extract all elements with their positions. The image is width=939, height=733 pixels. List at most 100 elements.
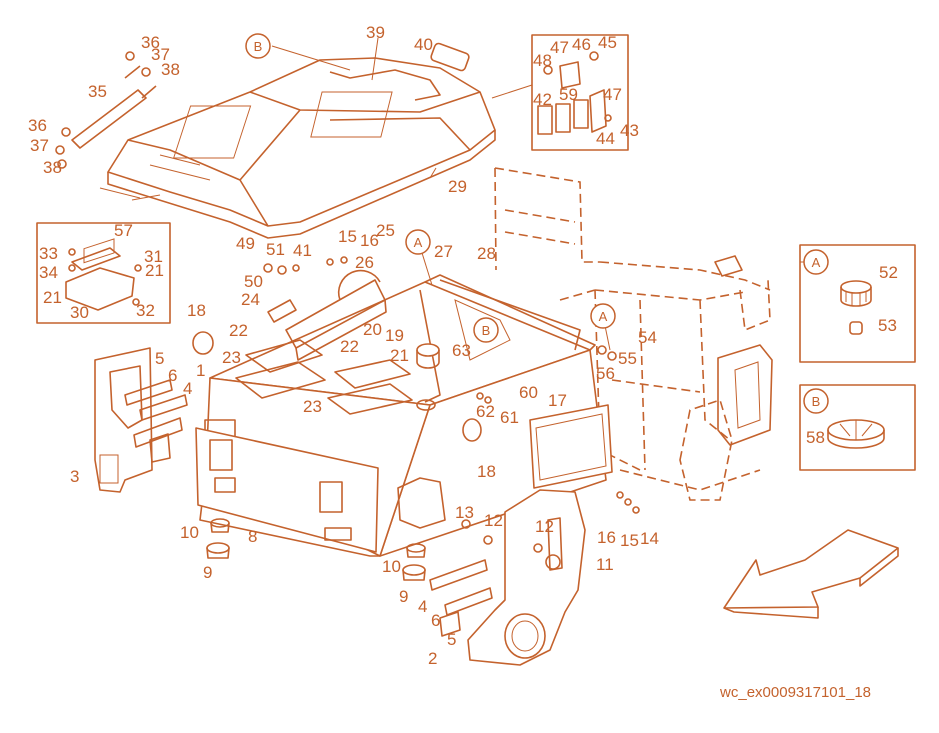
lamp (714, 255, 743, 277)
part-number-label: 48 (533, 51, 552, 70)
left-side-panel (94, 347, 153, 493)
part-number-label: 23 (303, 397, 322, 416)
side-panel-phantom (679, 398, 733, 501)
part-number-label: 4 (183, 379, 192, 398)
part-number-label: 13 (455, 503, 474, 522)
detail-b-inset (799, 384, 916, 471)
callout-letter: A (812, 255, 821, 270)
mount-bracket (397, 477, 446, 529)
part-number-label: 58 (806, 428, 825, 447)
direction-arrow (723, 529, 899, 619)
part-number-label: 16 (597, 528, 616, 547)
part-number-label: 5 (155, 349, 164, 368)
part-number-label: 21 (390, 346, 409, 365)
part-number-label: 41 (293, 241, 312, 260)
part-number-label: 42 (533, 90, 552, 109)
part-number-label: 21 (145, 261, 164, 280)
part-number-label: 6 (431, 611, 440, 630)
part-number-label: 23 (222, 348, 241, 367)
part-number-label: 39 (366, 23, 385, 42)
part-number-label: 12 (484, 511, 503, 530)
part-number-label: 5 (447, 630, 456, 649)
part-number-label: 53 (878, 316, 897, 335)
part-number-label: 47 (550, 38, 569, 57)
part-number-label: 49 (236, 234, 255, 253)
hinge-inset-box (36, 222, 171, 324)
part-number-label: 9 (203, 563, 212, 582)
callout-a-circle (405, 229, 431, 255)
part-number-label: 45 (598, 33, 617, 52)
part-number-label: 36 (141, 33, 160, 52)
side-cover-panel (529, 404, 613, 489)
part-number-label: 22 (229, 321, 248, 340)
part-number-label: 37 (30, 136, 49, 155)
part-number-label: 3 (70, 467, 79, 486)
part-number-label: 16 (360, 231, 379, 250)
part-number-label: 30 (70, 303, 89, 322)
part-number-label: 57 (114, 221, 133, 240)
part-number-label: 27 (434, 242, 453, 261)
part-number-label: 19 (385, 326, 404, 345)
part-number-label: 10 (382, 557, 401, 576)
part-number-label: 17 (548, 391, 567, 410)
part-number-label: 10 (180, 523, 199, 542)
part-number-label: 15 (338, 227, 357, 246)
part-number-label: 18 (477, 462, 496, 481)
gas-strut (55, 51, 157, 169)
part-number-label: 22 (340, 337, 359, 356)
part-number-label: 2 (428, 649, 437, 668)
part-number-label: 37 (151, 45, 170, 64)
part-number-label: 38 (161, 60, 180, 79)
part-number-label: 28 (477, 244, 496, 263)
part-number-label: 52 (879, 263, 898, 282)
hood-latch (430, 42, 470, 72)
right-door-panel (467, 489, 586, 666)
callout-a-circle (590, 303, 616, 329)
part-number-label: 29 (448, 177, 467, 196)
side-latch (462, 418, 482, 442)
part-number-label: 50 (244, 272, 263, 291)
bracket-inset-box (531, 34, 629, 151)
part-number-label: 18 (187, 301, 206, 320)
part-number-label: 4 (418, 597, 427, 616)
part-number-label: 43 (620, 121, 639, 140)
callout-letter: B (812, 394, 821, 409)
part-number-label: 44 (596, 129, 615, 148)
part-number-label: 31 (144, 247, 163, 266)
part-number-label: 38 (43, 158, 62, 177)
part-number-label: 59 (559, 85, 578, 104)
detail-a-inset (799, 244, 916, 363)
part-number-label: 33 (39, 244, 58, 263)
part-number-label: 9 (399, 587, 408, 606)
callout-b-circle (245, 33, 271, 59)
part-number-label: 55 (618, 349, 637, 368)
part-number-label: 11 (596, 555, 614, 574)
part-number-label: 14 (640, 529, 659, 548)
part-number-label: 60 (519, 383, 538, 402)
callout-b-circle (473, 317, 499, 343)
part-number-label: 62 (476, 402, 495, 421)
part-number-label: 26 (355, 253, 374, 272)
part-number-label: 6 (168, 366, 177, 385)
part-number-label: 36 (28, 116, 47, 135)
part-number-label: 1 (196, 361, 205, 380)
callout-letter: A (414, 235, 423, 250)
callout-letter: A (599, 309, 608, 324)
part-number-label: 8 (248, 527, 257, 546)
part-number-label: 32 (136, 301, 155, 320)
part-number-label: 34 (39, 263, 58, 282)
callout-b-circle (803, 388, 829, 414)
part-number-label: 15 (620, 531, 639, 550)
part-number-label: 63 (452, 341, 471, 360)
part-number-label: 12 (535, 517, 554, 536)
part-number-label: 46 (572, 35, 591, 54)
leader-lines (99, 37, 814, 351)
part-number-label: 21 (43, 288, 62, 307)
rear-side-panel (717, 344, 773, 446)
part-number-label: 47 (603, 85, 622, 104)
part-number-label: 24 (241, 290, 260, 309)
